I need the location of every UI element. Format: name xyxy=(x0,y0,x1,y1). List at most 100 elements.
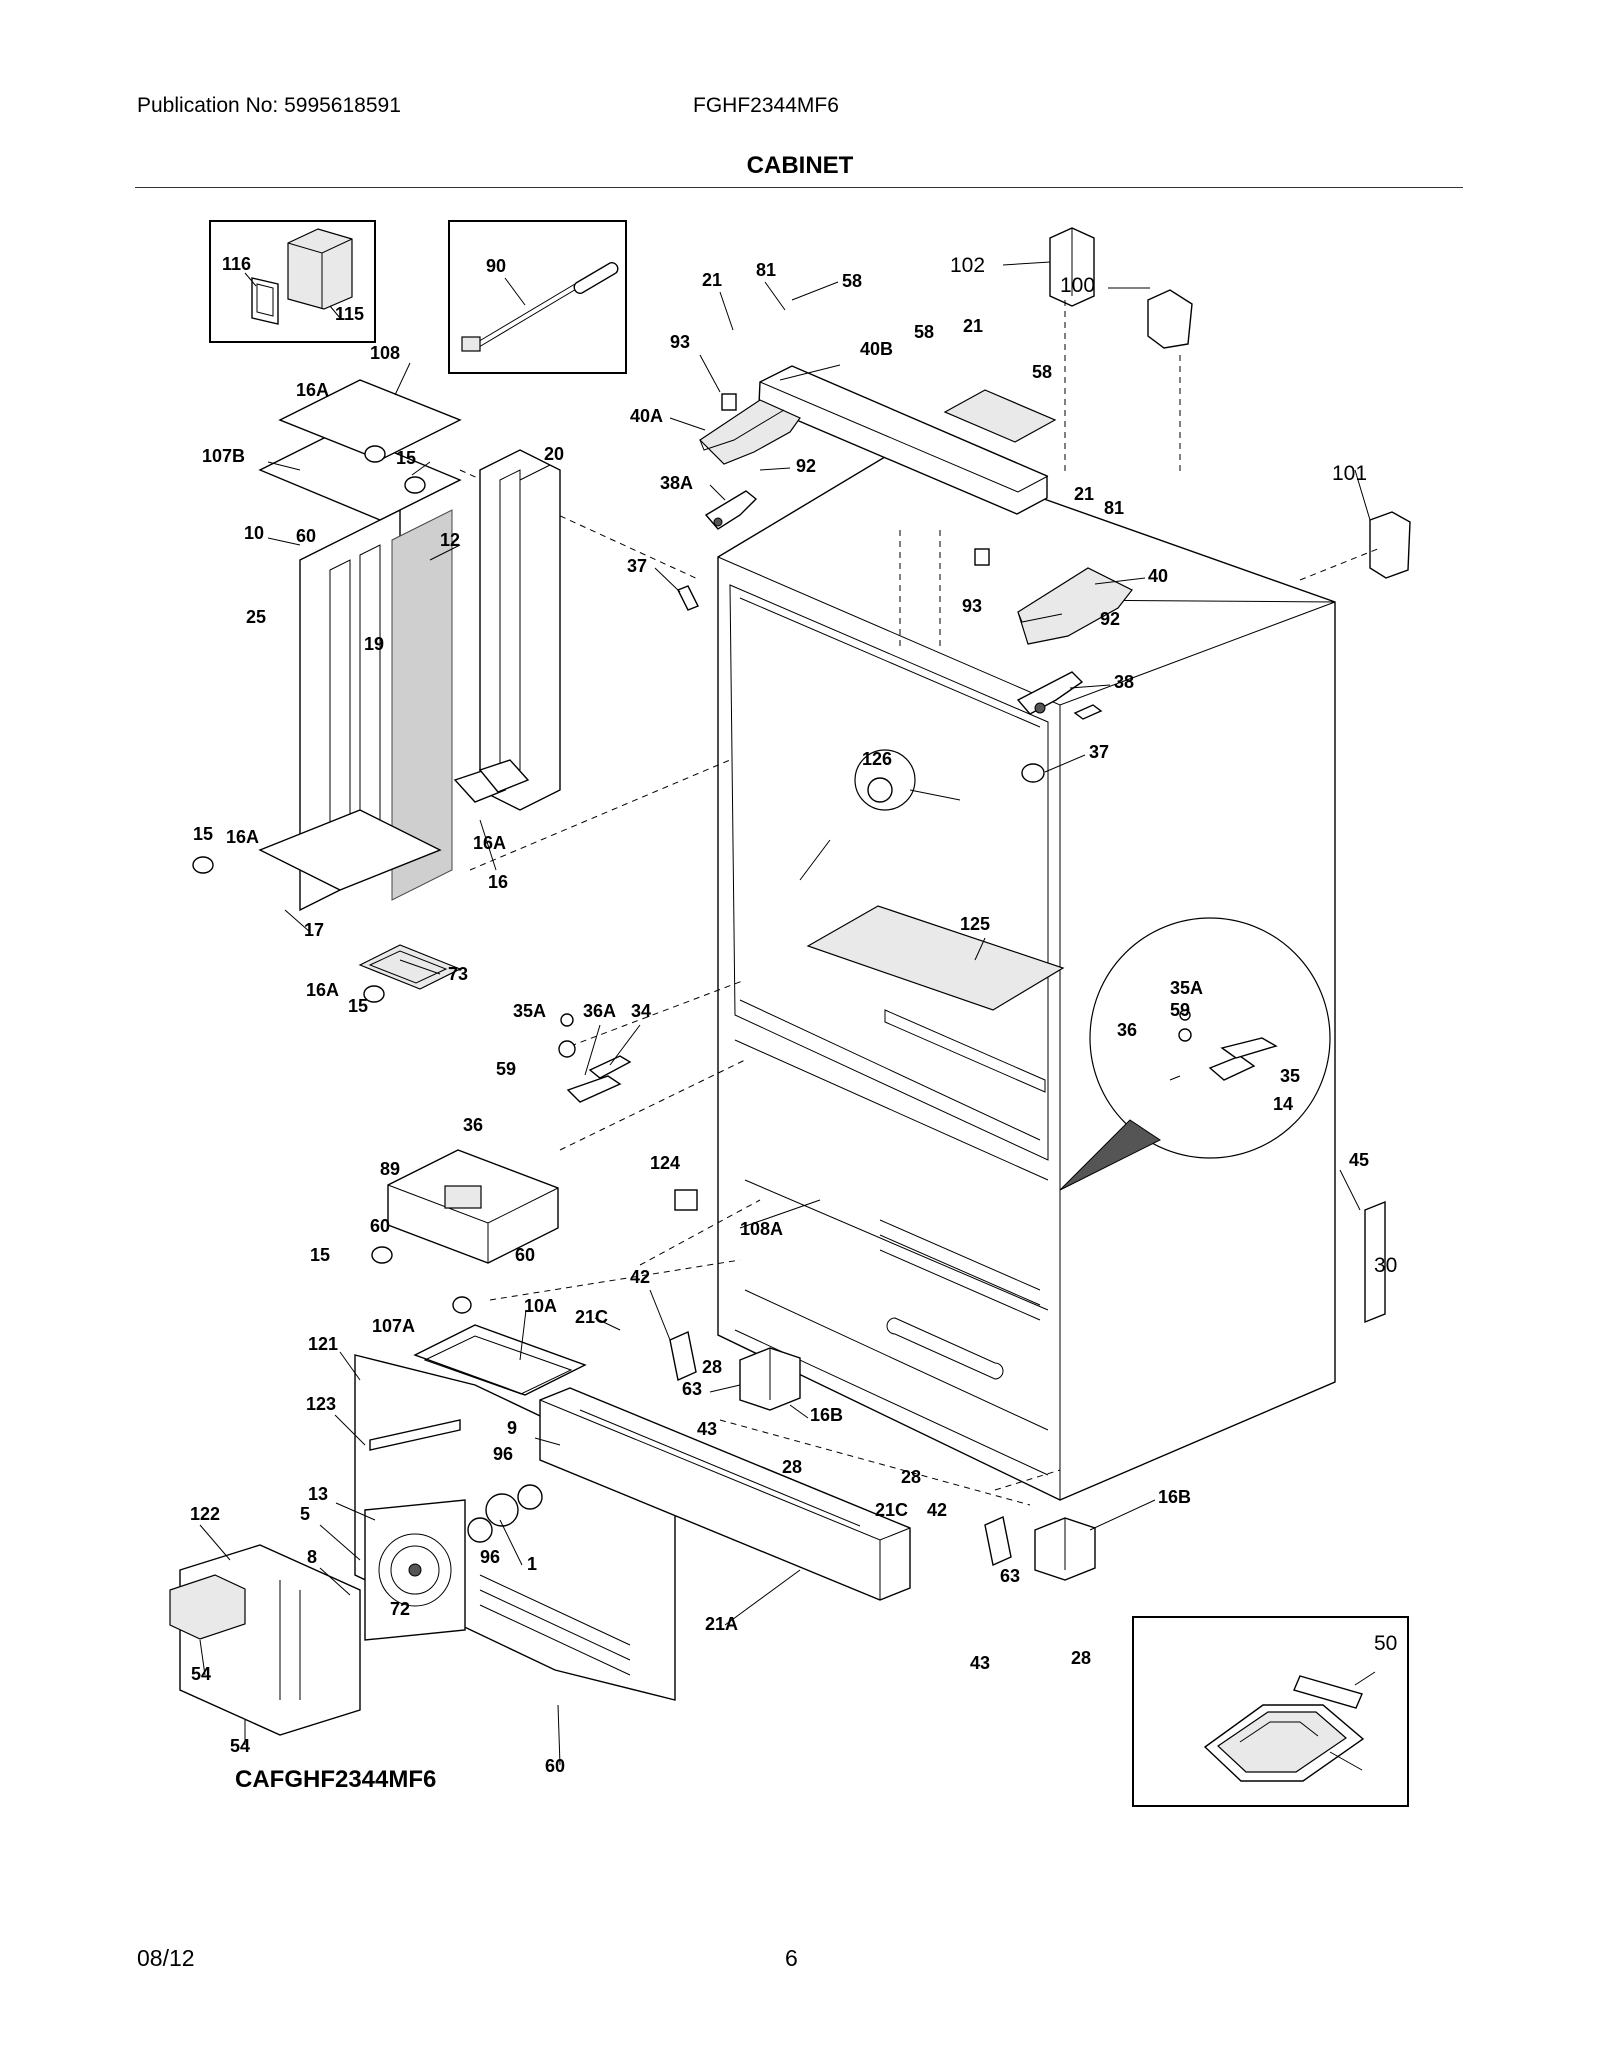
callout-25-left: 25 xyxy=(246,607,266,627)
callout-9-top: 96 xyxy=(493,1444,513,1464)
callout-58-c: 58 xyxy=(1032,362,1052,382)
callout-73-detail: 35A xyxy=(1170,978,1203,998)
callout-9-b: 96 xyxy=(480,1547,500,1567)
callout-8: 72 xyxy=(390,1599,410,1619)
callout-60-mid-b: 60 xyxy=(515,1245,535,1265)
callout-16B: 107A xyxy=(372,1316,415,1336)
callout-101: 101 xyxy=(1332,462,1367,485)
callout-38: 38 xyxy=(1114,672,1134,692)
callout-16A-bottom: 16A xyxy=(306,980,339,1000)
callout-13: 1 xyxy=(527,1554,537,1574)
hinge-cover-40 xyxy=(1017,567,1133,645)
callout-16A-left: 16A xyxy=(226,827,259,847)
callout-35: 14 xyxy=(1273,1094,1293,1114)
diagram-model-code: CAFGHF2344MF6 xyxy=(235,1766,436,1793)
callout-108A: 89 xyxy=(380,1159,400,1179)
callout-121: 123 xyxy=(306,1394,336,1414)
kick-grille-72 xyxy=(539,1387,911,1601)
callout-63-left: 43 xyxy=(697,1419,717,1439)
callout-92-top: 92 xyxy=(796,456,816,476)
callout-116: 116 xyxy=(222,254,251,274)
callout-38A: 38A xyxy=(660,473,693,493)
model-number: FGHF2344MF6 xyxy=(693,94,839,117)
callout-10: 10 xyxy=(244,523,264,543)
callout-40: 40 xyxy=(1148,566,1168,586)
callout-21C-c: 28 xyxy=(901,1467,921,1487)
footer-date: 08/12 xyxy=(137,1945,195,1971)
header-divider xyxy=(135,187,1463,188)
callout-28-right: 63 xyxy=(1000,1566,1020,1586)
callout-37-b: 37 xyxy=(1089,742,1109,762)
callout-107B: 107B xyxy=(202,446,245,466)
callout-59-detail: 36 xyxy=(1117,1020,1137,1040)
callout-16A-mid: 16A xyxy=(473,833,506,853)
tray-107A xyxy=(413,1324,587,1396)
callout-93-b: 93 xyxy=(962,596,982,616)
callout-60-top: 60 xyxy=(296,526,316,546)
callout-89: 45 xyxy=(1349,1150,1369,1170)
tray-17 xyxy=(358,944,462,990)
callout-100: 100 xyxy=(1060,274,1095,297)
inset-50-54 xyxy=(1132,1616,1409,1807)
callout-81-b: 81 xyxy=(1104,498,1124,518)
callout-42-left: 21C xyxy=(575,1307,608,1327)
callout-73: 35A xyxy=(513,1001,546,1021)
callout-15-left: 15 xyxy=(193,824,213,844)
lower-panel-10A xyxy=(354,1354,676,1701)
publication-number: Publication No: 5995618591 xyxy=(137,94,401,117)
callout-107A: 10A xyxy=(524,1296,557,1316)
callout-125: 125 xyxy=(960,914,990,934)
callout-54: 50 xyxy=(1374,1632,1397,1655)
detail-circle-middle-hinge xyxy=(1059,917,1331,1191)
callout-40B: 40B xyxy=(860,339,893,359)
callout-21A-left: 54 xyxy=(191,1664,211,1684)
callout-21-top: 21 xyxy=(702,270,722,290)
callout-15-bottom: 15 xyxy=(348,996,368,1016)
bracket-101 xyxy=(1369,511,1411,579)
cabinet-body xyxy=(717,447,1336,1501)
callout-36A: 34 xyxy=(631,1001,651,1021)
ice-bucket-108A xyxy=(387,1149,559,1264)
callout-14: 124 xyxy=(650,1153,680,1173)
middle-hinge-35A xyxy=(566,1055,632,1103)
callout-126: 126 xyxy=(862,749,892,769)
callout-59: 36 xyxy=(463,1115,483,1135)
callout-34-detail: 59 xyxy=(1170,1000,1190,1020)
top-hinge-38A xyxy=(704,490,758,530)
callout-35A: 36A xyxy=(583,1001,616,1021)
callout-45: 30 xyxy=(1374,1254,1397,1277)
callout-124: 108A xyxy=(740,1219,783,1239)
callout-40A: 40A xyxy=(630,406,663,426)
callout-63-right: 43 xyxy=(970,1653,990,1673)
callout-21-c: 21 xyxy=(1074,484,1094,504)
callout-60-bottom: 60 xyxy=(545,1756,565,1776)
callout-16: 17 xyxy=(304,920,324,940)
callout-90: 90 xyxy=(486,256,506,276)
callout-15-mid: 15 xyxy=(310,1245,330,1265)
detail-circle-126 xyxy=(799,749,961,881)
callout-21C-mid: 28 xyxy=(702,1357,722,1377)
bracket-102 xyxy=(1049,227,1095,307)
callout-30-left: 42 xyxy=(630,1267,650,1287)
callout-36: 35 xyxy=(1280,1066,1300,1086)
bracket-100 xyxy=(1147,289,1193,349)
callout-30-right: 42 xyxy=(927,1500,947,1520)
callout-19: 16 xyxy=(488,872,508,892)
lower-hinge-43-right xyxy=(1034,1517,1096,1581)
callout-10A: 121 xyxy=(308,1334,338,1354)
callout-123: 9 xyxy=(507,1418,517,1438)
leader-lines xyxy=(199,261,1371,1766)
top-hinge-38 xyxy=(1016,671,1084,715)
callout-20: 20 xyxy=(544,444,564,464)
callout-1: 122 xyxy=(190,1504,220,1524)
callout-15-top: 15 xyxy=(396,448,416,468)
callout-96: 13 xyxy=(308,1484,328,1504)
callout-58-b: 58 xyxy=(914,322,934,342)
callout-42-right: 21C xyxy=(875,1500,908,1520)
callout-122: 5 xyxy=(300,1504,310,1524)
callout-16A-top: 16A xyxy=(296,380,329,400)
callout-28-left: 63 xyxy=(682,1379,702,1399)
callout-102: 102 xyxy=(950,254,985,277)
inset-115-116 xyxy=(209,220,376,343)
